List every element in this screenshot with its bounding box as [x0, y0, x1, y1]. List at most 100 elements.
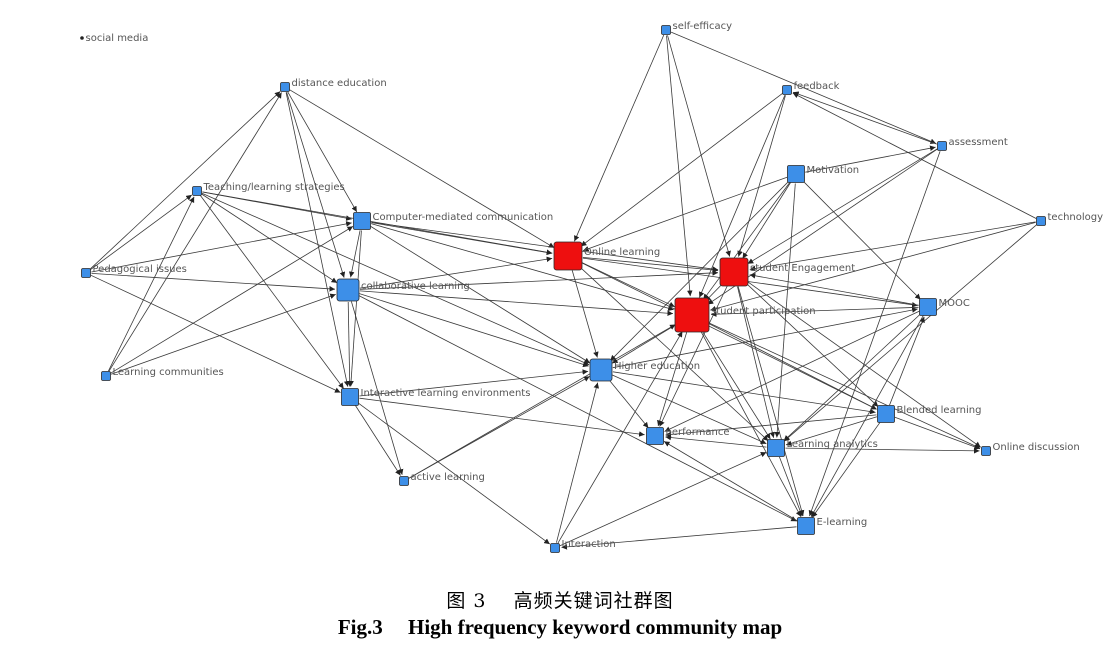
- edge-online-to-mooc: [582, 257, 918, 308]
- edge-participation-to-performance: [657, 332, 688, 427]
- edge-blended-to-analytics: [785, 416, 878, 446]
- edge-distance-to-collab: [286, 92, 346, 278]
- node-label-online: Online learning: [584, 247, 660, 258]
- edge-ile-to-higher: [359, 369, 589, 397]
- edge-technology-to-feedback: [792, 92, 1037, 219]
- node-blended: Blended learning: [877, 405, 982, 423]
- edge-interaction-to-participation: [557, 331, 683, 544]
- edge-elearning-to-interaction: [561, 526, 797, 550]
- edge-distance-to-cmc: [287, 91, 358, 213]
- edge-online-to-blended: [581, 262, 877, 410]
- node-label-engagement: student Engagement: [750, 263, 855, 274]
- node-marker-assessment: [937, 141, 947, 151]
- node-label-social: social media: [86, 33, 149, 44]
- node-engagement: student Engagement: [719, 257, 855, 287]
- node-marker-ile: [341, 388, 359, 406]
- node-label-interaction: Interaction: [562, 539, 616, 550]
- edge-engagement-to-performance: [659, 285, 728, 427]
- node-marker-elearning: [797, 517, 815, 535]
- node-marker-interaction: [550, 543, 560, 553]
- edge-pedagogical-to-ile: [90, 274, 341, 393]
- edge-higher-to-performance: [608, 379, 649, 429]
- edge-engagement-to-analytics: [737, 286, 776, 438]
- caption-cn-number: 图 3: [446, 590, 487, 612]
- node-active: active learning: [399, 472, 485, 486]
- node-label-ile: Interactive learning environments: [361, 388, 531, 399]
- node-marker-discussion: [981, 446, 991, 456]
- edge-communities-to-cmc: [110, 226, 354, 374]
- edge-feedback-to-participation: [698, 94, 786, 298]
- node-label-pedagogical: Pedagogical issues: [93, 264, 187, 275]
- edges-layer: [89, 31, 1038, 550]
- node-marker-teaching: [192, 186, 202, 196]
- node-label-technology: technology: [1048, 212, 1104, 223]
- node-marker-performance: [646, 427, 664, 445]
- node-marker-communities: [101, 371, 111, 381]
- node-feedback: feedback: [782, 81, 840, 95]
- edge-mooc-to-analytics: [783, 313, 922, 442]
- node-label-blended: Blended learning: [897, 405, 982, 416]
- node-social: social media: [80, 33, 148, 44]
- node-label-cmc: Computer-mediated communication: [373, 212, 554, 223]
- edge-motivation-to-online: [582, 176, 788, 252]
- node-interaction: Interaction: [550, 539, 616, 553]
- node-label-active: active learning: [411, 472, 485, 483]
- edge-assessment-to-elearning: [808, 151, 941, 517]
- node-marker-online: [553, 241, 583, 271]
- edge-pedagogical-to-teaching: [90, 194, 193, 271]
- node-label-communities: Learning communities: [113, 367, 224, 378]
- node-marker-collab: [336, 278, 360, 302]
- node-performance: performance: [646, 427, 730, 445]
- node-marker-motivation: [787, 165, 805, 183]
- edge-online-to-engagement: [582, 257, 719, 273]
- edge-participation-to-elearning: [700, 330, 802, 517]
- edge-collab-to-active: [351, 301, 404, 475]
- edge-selfeff-to-assessment: [670, 31, 937, 144]
- node-marker-active: [399, 476, 409, 486]
- node-label-collab: collaborative learning: [361, 281, 470, 292]
- edge-higher-to-analytics: [611, 374, 767, 445]
- edge-teaching-to-ile: [199, 195, 345, 389]
- edge-collab-to-engagement: [359, 270, 719, 290]
- node-label-participation: student participation: [711, 306, 816, 317]
- node-label-elearning: E-learning: [817, 517, 868, 528]
- node-analytics: Learning analytics: [767, 439, 878, 457]
- node-label-feedback: feedback: [794, 81, 840, 92]
- node-marker-mooc: [919, 298, 937, 316]
- edge-ile-to-performance: [359, 397, 645, 437]
- edge-teaching-to-online: [202, 191, 553, 255]
- node-label-discussion: Online discussion: [993, 442, 1080, 453]
- edge-online-to-participation: [581, 262, 675, 308]
- edge-participation-to-blended: [707, 322, 877, 410]
- edge-blended-to-mooc: [889, 316, 925, 406]
- edge-interaction-to-higher: [556, 382, 600, 543]
- node-distance: distance education: [280, 78, 387, 92]
- edge-motivation-to-participation: [702, 181, 791, 300]
- edge-cmc-to-engagement: [371, 221, 719, 272]
- edge-participation-to-higher: [611, 323, 677, 364]
- node-label-distance: distance education: [292, 78, 387, 89]
- node-ile: Interactive learning environments: [341, 388, 531, 406]
- node-assessment: assessment: [937, 137, 1008, 151]
- node-marker-engagement: [719, 257, 749, 287]
- edge-motivation-to-mooc: [802, 180, 921, 300]
- edge-elearning-to-performance: [663, 441, 799, 522]
- edge-technology-to-participation: [710, 222, 1036, 312]
- node-technology: technology: [1036, 212, 1104, 226]
- node-discussion: Online discussion: [981, 442, 1080, 456]
- edge-engagement-to-discussion: [745, 280, 981, 448]
- edge-assessment-to-feedback: [792, 91, 937, 145]
- caption-en-number: Fig.3: [337, 615, 383, 639]
- edge-pedagogical-to-collab: [91, 273, 336, 292]
- edge-communities-to-distance: [108, 92, 282, 372]
- node-marker-blended: [877, 405, 895, 423]
- edge-motivation-to-analytics: [774, 183, 796, 438]
- node-label-mooc: MOOC: [939, 298, 970, 309]
- node-elearning: E-learning: [797, 517, 868, 535]
- edge-selfeff-to-online: [574, 34, 665, 242]
- edge-blended-to-elearning: [811, 421, 881, 518]
- edge-communities-to-teaching: [108, 196, 195, 372]
- edge-communities-to-collab: [111, 293, 336, 375]
- node-teaching: Teaching/learning strategies: [192, 182, 345, 196]
